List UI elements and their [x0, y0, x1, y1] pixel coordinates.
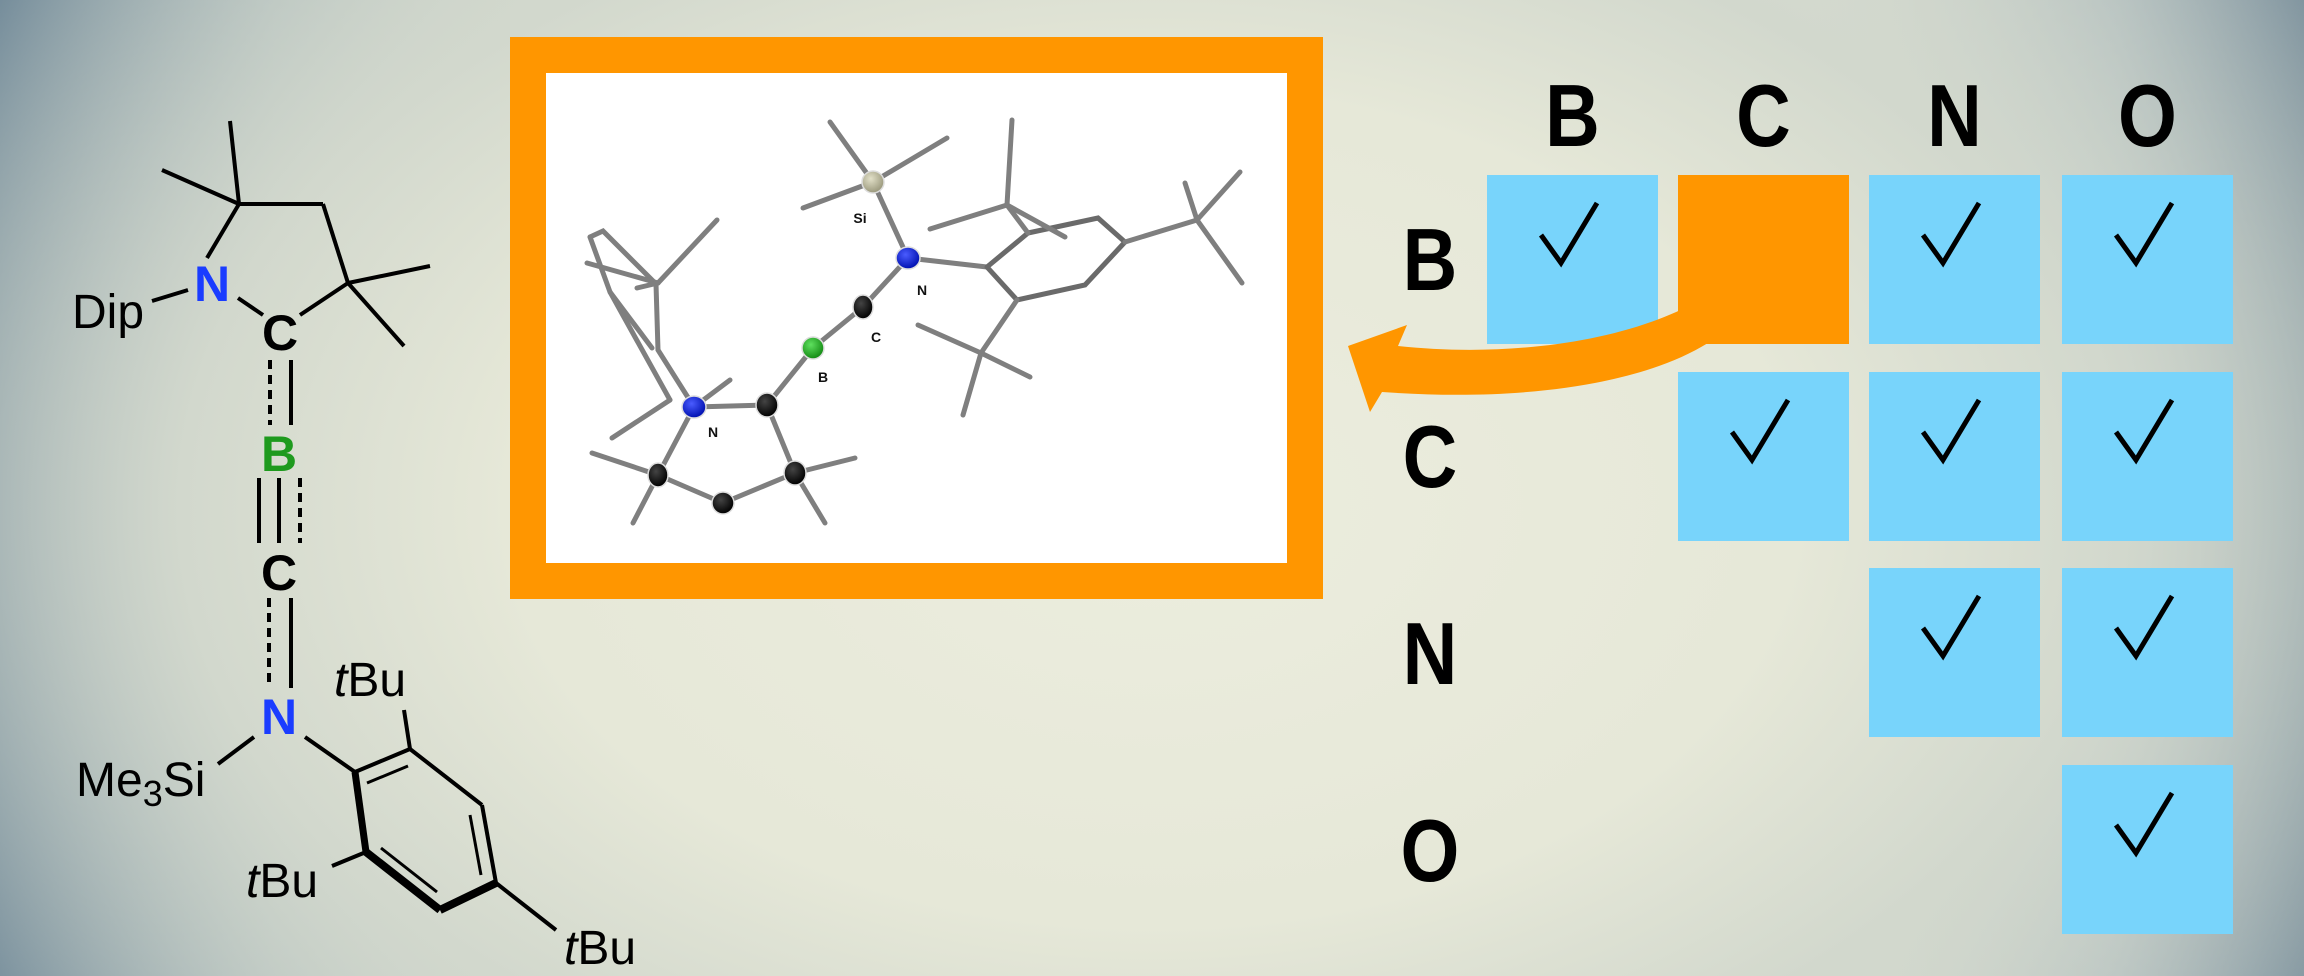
atom-n-ring — [681, 395, 707, 419]
atom-n-amino — [895, 246, 921, 270]
b-atom-label: B — [818, 369, 828, 385]
atom-c — [852, 294, 874, 320]
row-header-n: N — [1402, 604, 1458, 703]
amino-nitrogen-label: N — [261, 689, 297, 745]
dip-label: Dip — [72, 286, 144, 339]
tbu-ortho-bottom-label: tBu — [246, 855, 318, 908]
check-icon — [2113, 398, 2175, 465]
ring-nitrogen-label: N — [194, 256, 230, 312]
cell-n-n — [1869, 568, 2040, 737]
cell-c-c — [1678, 372, 1849, 541]
me3si-label: Me3Si — [76, 754, 205, 814]
crystal-structure-frame — [510, 37, 1323, 599]
column-header-o: O — [2118, 66, 2177, 165]
atom-c-carbene — [755, 392, 779, 418]
cell-c-n — [1869, 372, 2040, 541]
check-icon — [2113, 201, 2175, 268]
tbu-ortho-top-label: tBu — [334, 654, 406, 707]
check-icon — [1920, 594, 1982, 661]
column-header-n: N — [1927, 66, 1982, 165]
check-icon — [1729, 398, 1791, 465]
cell-b-n — [1869, 175, 2040, 344]
n-ring-atom-label: N — [708, 424, 718, 440]
cell-c-o — [2062, 372, 2233, 541]
check-icon — [1538, 201, 1600, 268]
row-header-c: C — [1402, 407, 1458, 506]
carbene-carbon-label: C — [262, 305, 298, 361]
cell-n-o — [2062, 568, 2233, 737]
tbu-para-label: tBu — [564, 922, 636, 975]
column-header-b: B — [1545, 66, 1600, 165]
cell-b-b — [1487, 175, 1658, 344]
check-icon — [1920, 398, 1982, 465]
c-atom-label: C — [871, 329, 881, 345]
check-icon — [2113, 791, 2175, 858]
cell-b-c-highlighted — [1678, 175, 1849, 344]
row-header-b: B — [1402, 210, 1458, 309]
check-icon — [2113, 594, 2175, 661]
n-amino-atom-label: N — [917, 282, 927, 298]
atom-b — [801, 336, 825, 360]
check-icon — [1920, 201, 1982, 268]
row-header-o: O — [1400, 801, 1460, 900]
atom-si — [861, 170, 885, 194]
boron-label: B — [261, 426, 297, 482]
terminal-carbon-label: C — [261, 545, 297, 601]
column-header-c: C — [1736, 66, 1791, 165]
cell-b-o — [2062, 175, 2233, 344]
si-atom-label: Si — [853, 210, 866, 226]
cell-o-o — [2062, 765, 2233, 934]
